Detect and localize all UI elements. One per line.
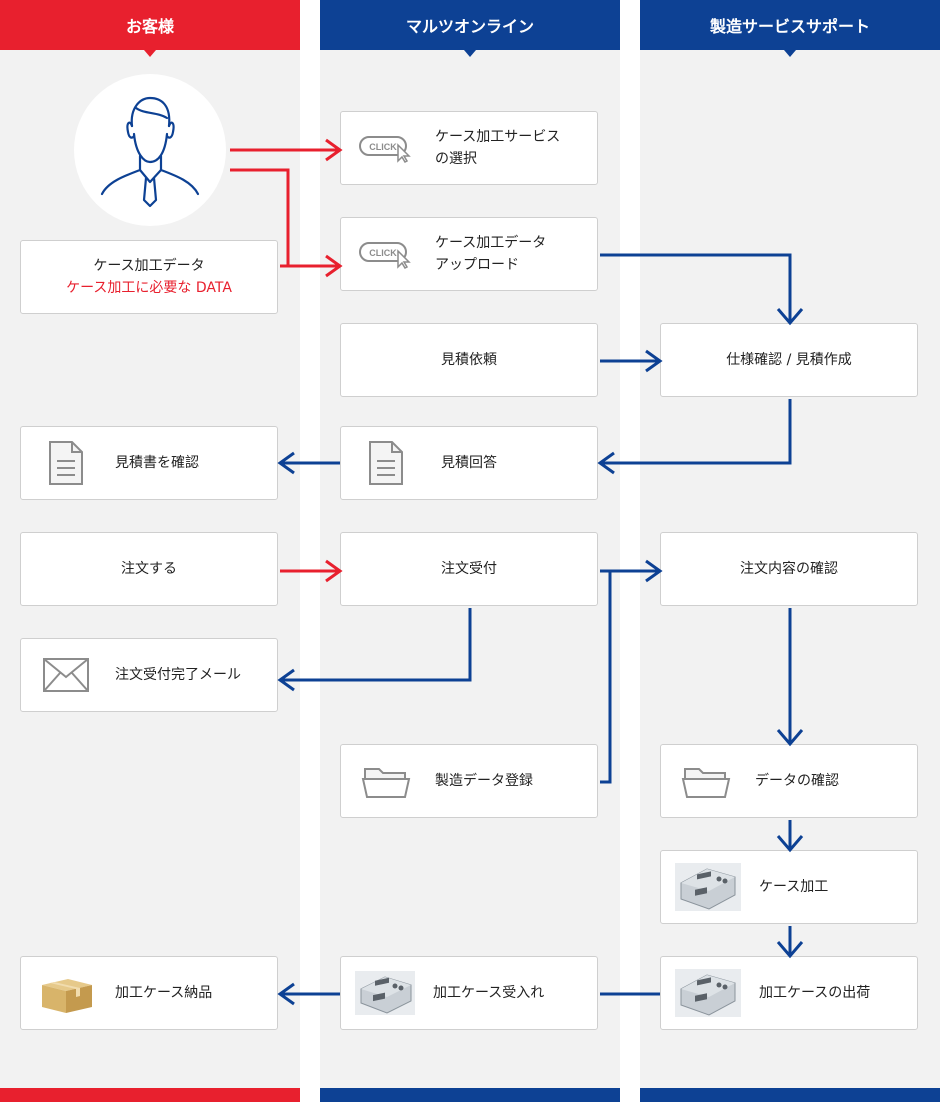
- case-process-label: ケース加工: [759, 879, 829, 895]
- folder-icon: [355, 763, 417, 799]
- metal-case-image: [675, 969, 741, 1017]
- upload-box: CLICK ケース加工データ アップロード: [340, 217, 598, 291]
- case-ship-box: 加工ケースの出荷: [660, 956, 918, 1030]
- metal-case-image: [675, 863, 741, 911]
- arrowhead: [277, 451, 295, 475]
- case-receive-box: 加工ケース受入れ: [340, 956, 598, 1030]
- arrow-upload-to-spec: [600, 253, 792, 321]
- lane-header-customer: お客様: [0, 0, 300, 57]
- delivery-label: 加工ケース納品: [115, 985, 213, 1001]
- arrowhead: [645, 559, 663, 583]
- arrowhead: [645, 349, 663, 373]
- select-service-l1: ケース加工サービス: [435, 129, 561, 145]
- upload-l1: ケース加工データ: [435, 235, 547, 251]
- lane-footer-marutsu: [320, 1088, 620, 1102]
- order-confirm-label: 注文内容の確認: [740, 561, 838, 577]
- cardboard-box-icon: [35, 971, 97, 1015]
- lane-footer-support: [640, 1088, 940, 1102]
- order-label: 注文する: [121, 561, 177, 577]
- select-service-box: CLICK ケース加工サービス の選択: [340, 111, 598, 185]
- order-mail-box: 注文受付完了メール: [20, 638, 278, 712]
- customer-avatar: [74, 74, 226, 226]
- arrowhead: [597, 451, 615, 475]
- person-icon: [100, 96, 200, 208]
- order-box: 注文する: [20, 532, 278, 606]
- arrowhead: [776, 308, 804, 326]
- case-ship-label: 加工ケースの出荷: [759, 985, 871, 1001]
- arrow-received-to-mail: [282, 608, 472, 682]
- select-service-l2: の選択: [435, 151, 477, 167]
- quote-reply-box: 見積回答: [340, 426, 598, 500]
- arrow-register-to-confirm: [600, 571, 612, 784]
- case-receive-label: 加工ケース受入れ: [433, 985, 545, 1001]
- quote-request-label: 見積依頼: [441, 352, 497, 368]
- arrowhead: [325, 254, 343, 278]
- document-icon: [35, 439, 97, 487]
- case-process-box: ケース加工: [660, 850, 918, 924]
- arrowhead: [277, 982, 295, 1006]
- order-confirm-box: 注文内容の確認: [660, 532, 918, 606]
- quote-reply-label: 見積回答: [441, 455, 497, 471]
- order-received-box: 注文受付: [340, 532, 598, 606]
- data-register-label: 製造データ登録: [435, 773, 533, 789]
- folder-icon: [675, 763, 737, 799]
- data-register-box: 製造データ登録: [340, 744, 598, 818]
- click-icon-text: CLICK: [369, 142, 397, 152]
- click-icon: CLICK: [355, 133, 417, 163]
- confirm-quote-box: 見積書を確認: [20, 426, 278, 500]
- arrowhead: [776, 941, 804, 959]
- order-received-label: 注文受付: [441, 561, 497, 577]
- delivery-box: 加工ケース納品: [20, 956, 278, 1030]
- case-data-box: ケース加工データ ケース加工に必要な DATA: [20, 240, 278, 314]
- upload-l2: アップロード: [435, 257, 519, 273]
- quote-request-box: 見積依頼: [340, 323, 598, 397]
- click-icon: CLICK: [355, 239, 417, 269]
- document-icon: [355, 439, 417, 487]
- arrowhead: [325, 559, 343, 583]
- metal-case-image: [355, 971, 415, 1015]
- arrowhead: [776, 835, 804, 853]
- lane-header-support: 製造サービスサポート: [640, 0, 940, 57]
- lane-footer-customer: [0, 1088, 300, 1102]
- lane-header-marutsu: マルツオンライン: [320, 0, 620, 57]
- case-data-title: ケース加工データ: [93, 258, 205, 274]
- case-data-note: ケース加工に必要な DATA: [66, 280, 232, 296]
- mail-icon: [35, 657, 97, 693]
- arrow-avatar-to-upload: [230, 168, 338, 268]
- arrowhead: [325, 138, 343, 162]
- click-icon-text: CLICK: [369, 248, 397, 258]
- arrowhead: [776, 729, 804, 747]
- order-mail-label: 注文受付完了メール: [115, 667, 241, 683]
- data-confirm-label: データの確認: [755, 773, 839, 789]
- arrow-spec-to-reply: [602, 399, 792, 465]
- spec-confirm-label: 仕様確認 / 見積作成: [726, 352, 852, 368]
- arrowhead: [277, 668, 295, 692]
- confirm-quote-label: 見積書を確認: [115, 455, 199, 471]
